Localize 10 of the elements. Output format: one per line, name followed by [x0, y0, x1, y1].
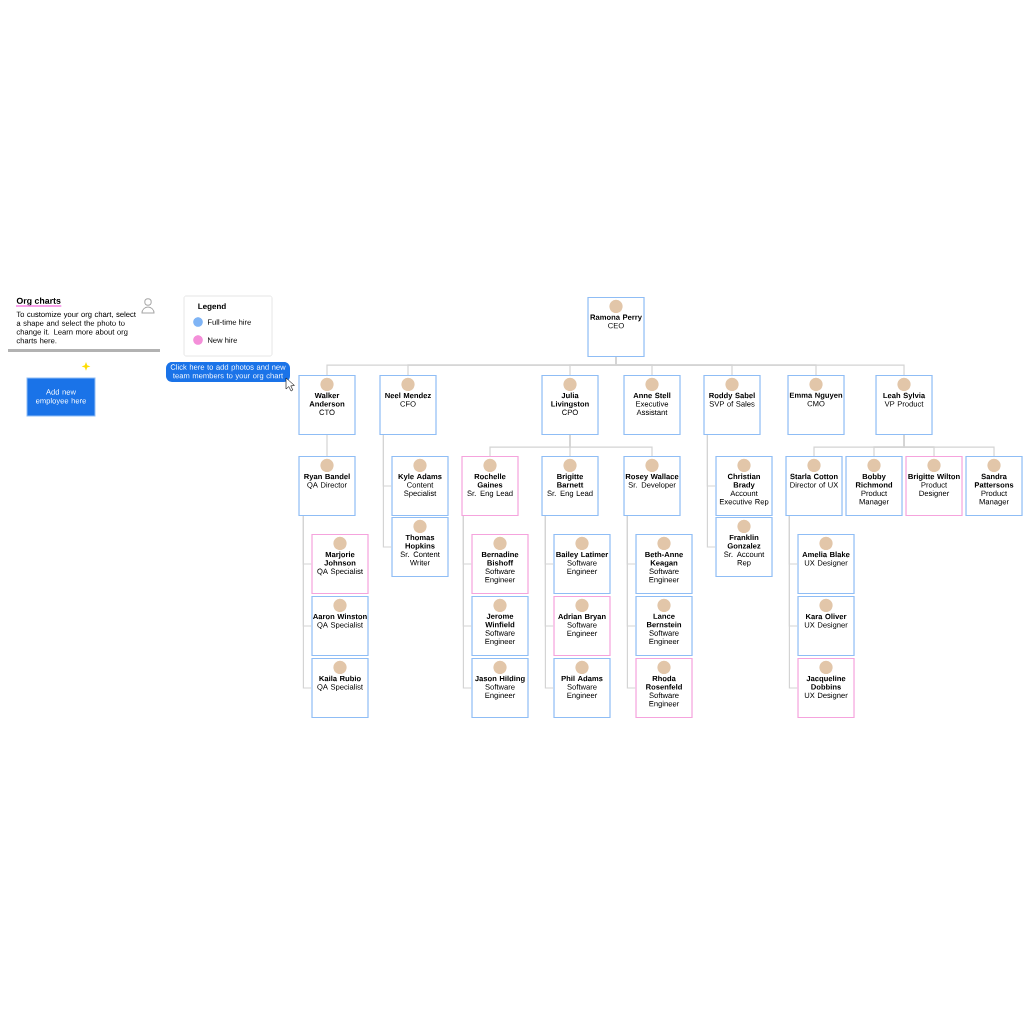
connector-line — [903, 434, 995, 457]
connector-line — [544, 515, 554, 689]
connector-line — [626, 515, 636, 689]
connector-line — [706, 434, 716, 548]
connector-line — [788, 515, 798, 689]
connector-line — [382, 434, 392, 548]
connector-line — [462, 515, 472, 689]
connector-line — [569, 434, 653, 457]
connector-line — [615, 356, 905, 376]
connector-line — [302, 515, 312, 689]
